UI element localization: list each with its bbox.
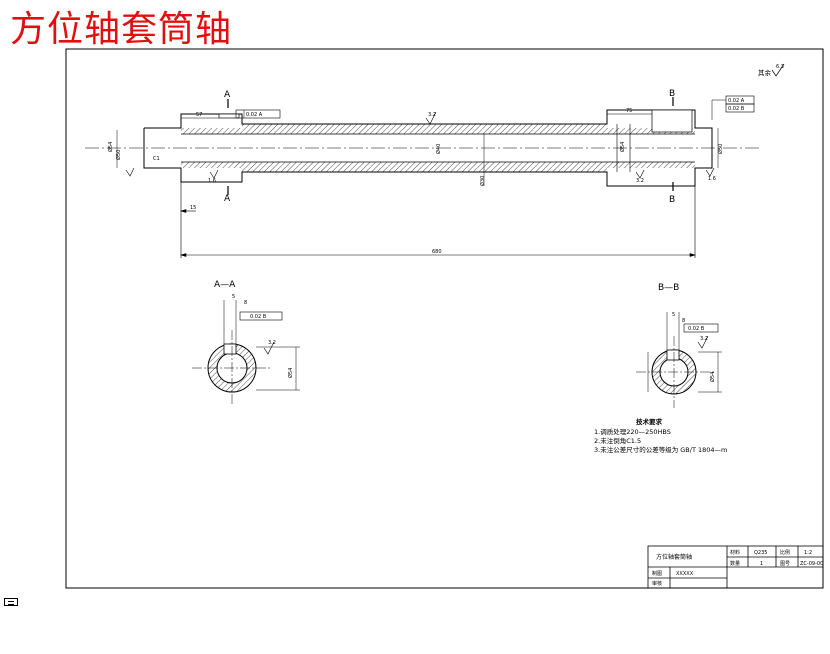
section-b-view bbox=[636, 312, 722, 408]
surface-finish-note: 其余 bbox=[758, 68, 772, 77]
left-chamfer: C1 bbox=[153, 156, 160, 162]
right-step-length: 75 bbox=[626, 108, 632, 114]
tech-requirement-1: 1.调质处理220—250HBS bbox=[594, 427, 671, 436]
page-title: 方位轴套筒轴 bbox=[10, 9, 233, 50]
title-block-qty-value: 1 bbox=[760, 561, 763, 567]
left-step-length: 57 bbox=[196, 112, 202, 118]
tech-requirement-2: 2.未注倒角C1.5 bbox=[594, 436, 641, 445]
title-block-qty-label: 数量 bbox=[730, 560, 740, 567]
middle-diameter: Ø40 bbox=[435, 144, 442, 154]
left-diameter-2: Ø50 bbox=[115, 150, 122, 160]
tolerance-frame-b-flat: 0.02 A bbox=[728, 98, 745, 104]
roughness-right-end: 1.6 bbox=[708, 176, 716, 182]
section-b-title: B—B bbox=[658, 283, 679, 293]
title-block-check-label: 审核 bbox=[652, 580, 662, 587]
tolerance-frame-a: 0.02 A bbox=[246, 112, 263, 118]
shaft-main-view bbox=[85, 109, 760, 187]
section-b-keyway-width: 8 bbox=[682, 318, 685, 324]
section-a-tolerance: 0.02 B bbox=[250, 314, 267, 320]
overall-length-dimension bbox=[179, 182, 697, 258]
title-block-scale-value: 1:2 bbox=[804, 550, 812, 556]
section-b-roughness: 3.2 bbox=[700, 336, 708, 342]
overall-length-value: 680 bbox=[432, 249, 442, 255]
title-block-part-name: 方位轴套筒轴 bbox=[656, 553, 692, 561]
section-b-keyway-depth: 5 bbox=[672, 312, 675, 318]
section-a-keyway-width: 8 bbox=[244, 300, 247, 306]
title-block-drawing-no-label: 图号 bbox=[780, 561, 790, 567]
left-step-dimension bbox=[179, 209, 196, 213]
bore-diameter: Ø30 bbox=[479, 176, 486, 186]
title-block-drawn-label: 制图 bbox=[652, 570, 662, 577]
section-a-marker-bottom: A bbox=[224, 194, 231, 204]
roughness-symbol-general bbox=[771, 63, 785, 77]
section-a-keyway-depth: 5 bbox=[232, 294, 235, 300]
section-b-marker-bottom: B bbox=[669, 195, 675, 205]
left-diameter: Ø54 bbox=[107, 142, 114, 152]
title-block-scale-label: 比例 bbox=[780, 549, 790, 556]
right-diameter: Ø54 bbox=[619, 142, 626, 152]
tech-requirements-heading: 技术要求 bbox=[636, 417, 663, 426]
section-a-marker-top: A bbox=[224, 90, 231, 100]
title-block-drawing-no-value: ZC-09-00 bbox=[800, 561, 823, 567]
roughness-left: 1.6 bbox=[208, 178, 216, 184]
drawing-border bbox=[65, 48, 824, 589]
title-block-drawn-value: XXXXX bbox=[676, 571, 694, 577]
section-b-diameter: Ø54 bbox=[709, 372, 716, 382]
roughness-right: 3.2 bbox=[636, 178, 644, 184]
left-small-dimension: 15 bbox=[190, 205, 196, 211]
section-a-roughness: 3.2 bbox=[268, 340, 276, 346]
title-block-material-value: Q235 bbox=[754, 550, 767, 556]
section-a-view bbox=[192, 300, 300, 404]
layout-toggle-icon[interactable] bbox=[4, 598, 18, 606]
title-block bbox=[647, 545, 824, 589]
section-b-tolerance: 0.02 B bbox=[688, 326, 705, 332]
section-a-title: A—A bbox=[214, 280, 236, 290]
section-a-diameter: Ø54 bbox=[287, 368, 294, 378]
right-diameter-2: Ø50 bbox=[717, 144, 724, 154]
title-block-material-label: 材料 bbox=[730, 549, 740, 556]
tech-requirement-3: 3.未注公差尺寸的公差等级为 GB/T 1804—m bbox=[594, 445, 727, 454]
tolerance-frame-b-sym: 0.02 B bbox=[728, 106, 745, 112]
roughness-general-value: 6.3 bbox=[776, 64, 784, 70]
roughness-mid: 3.2 bbox=[428, 112, 436, 118]
section-b-marker-top: B bbox=[669, 89, 675, 99]
